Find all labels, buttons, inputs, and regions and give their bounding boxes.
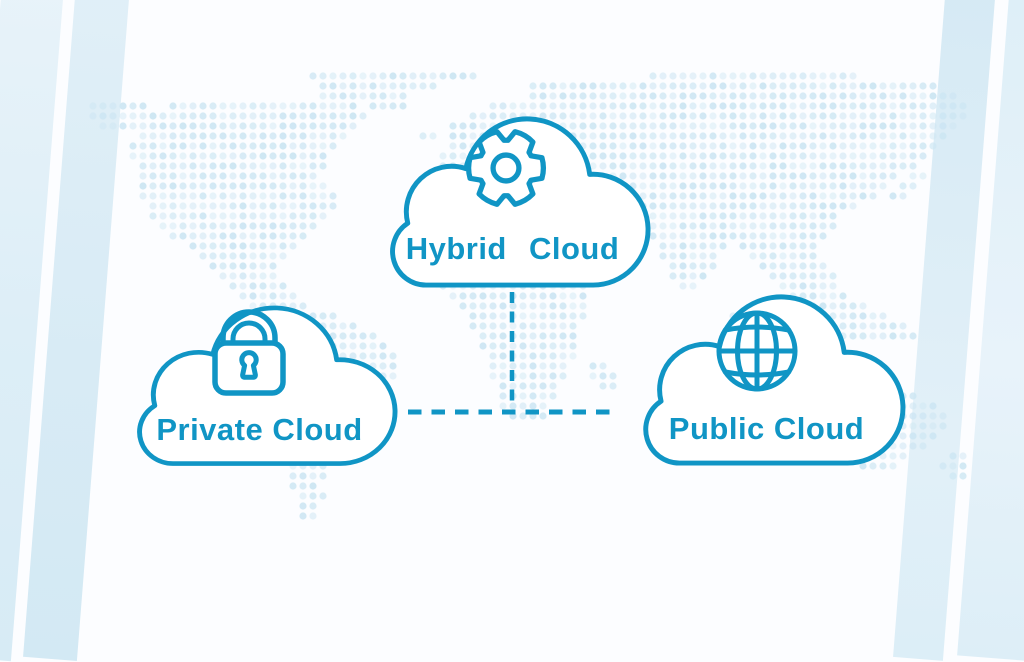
node-public-cloud: Public Cloud (618, 281, 915, 471)
node-label: Hybrid Cloud (405, 231, 620, 266)
lock-icon (212, 309, 286, 396)
node-hybrid-cloud: Hybrid Cloud (365, 103, 660, 293)
connectors (408, 292, 618, 415)
node-label: Public Cloud (668, 411, 865, 446)
globe-icon (716, 310, 798, 392)
node-label: Private Cloud (156, 412, 363, 447)
cloud-outline (643, 294, 906, 466)
node-private-cloud: Private Cloud (112, 293, 407, 471)
gear-icon (466, 129, 546, 207)
